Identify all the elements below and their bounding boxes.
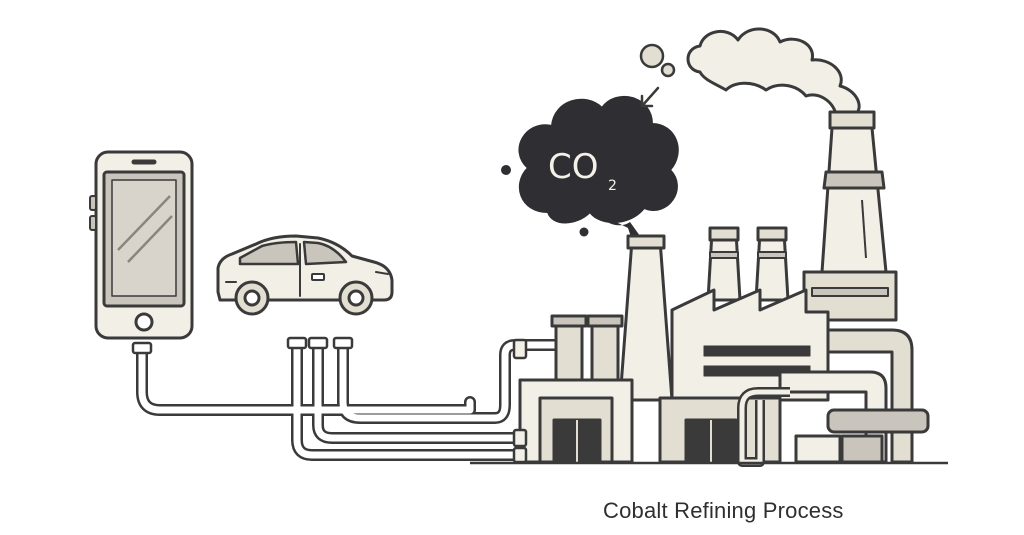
- co2-cloud-icon: CO 2: [501, 95, 679, 240]
- middle-chimneys: [706, 226, 790, 302]
- emission-arrow-icon: [640, 86, 660, 108]
- smoke-bubbles: [639, 43, 676, 78]
- diagram-caption: Cobalt Refining Process: [603, 498, 844, 523]
- co2-chimney: [618, 234, 674, 402]
- co2-subscript: 2: [608, 178, 617, 194]
- refinery-factory-icon: [512, 110, 930, 467]
- factory-pipes: [737, 328, 930, 467]
- car-icon: [216, 234, 394, 316]
- pipe-phone: [136, 344, 476, 416]
- smartphone-icon: [89, 150, 194, 340]
- small-stacks: [550, 314, 624, 384]
- co2-formula: CO: [548, 147, 599, 187]
- white-smoke-icon: [686, 27, 861, 116]
- pipe-network: [131, 336, 566, 461]
- tall-chimney: [802, 110, 898, 322]
